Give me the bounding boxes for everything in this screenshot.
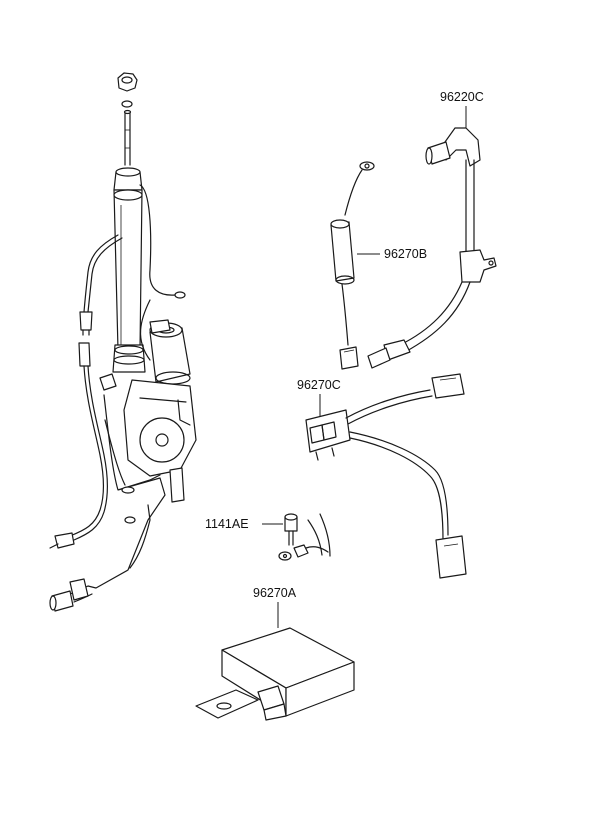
antenna-nut bbox=[117, 72, 138, 108]
cable-96270c: 96270C bbox=[297, 373, 467, 579]
power-antenna-assembly bbox=[49, 72, 197, 612]
part-label-96220c: 96220C bbox=[440, 90, 484, 104]
antenna-tube bbox=[112, 167, 146, 373]
module-96270a: 96270A bbox=[195, 586, 355, 721]
mounting-bracket bbox=[87, 394, 166, 589]
part-label-96270c: 96270C bbox=[297, 378, 341, 392]
drain-tube bbox=[49, 578, 93, 612]
cable-96220c: 96220C bbox=[367, 90, 497, 369]
antenna-mast bbox=[123, 109, 132, 166]
cable-96270b: 96270B bbox=[330, 161, 427, 370]
bolt-1141ae: 1141AE bbox=[205, 513, 331, 561]
part-label-1141ae: 1141AE bbox=[205, 517, 249, 531]
antenna-motor bbox=[149, 319, 191, 385]
part-label-96270b: 96270B bbox=[384, 247, 427, 261]
part-label-96270a: 96270A bbox=[253, 586, 297, 600]
gear-housing bbox=[99, 373, 197, 503]
